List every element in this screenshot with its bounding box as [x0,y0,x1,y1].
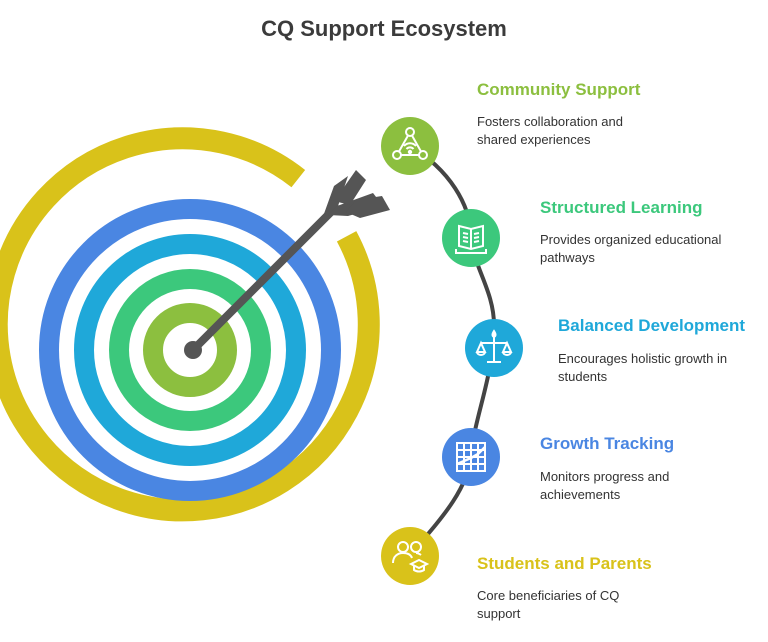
item-desc-balanced-development: Encourages holistic growth in students [558,351,728,384]
students-parents-icon [392,541,430,573]
item-title-structured-learning: Structured Learning [540,198,703,217]
item-desc-growth-tracking: Monitors progress and achievements [540,469,670,502]
target-ring-blue [39,199,341,501]
target-ring-lime [143,303,237,397]
item-title-community-support: Community Support [477,80,641,99]
node-growth-tracking [442,428,500,486]
node-community-support [381,117,439,175]
node-structured-learning [442,209,500,267]
node-balanced-development [465,319,523,377]
node-students-and-parents [381,527,439,585]
item-title-growth-tracking: Growth Tracking [540,434,675,453]
community-network-icon [392,127,428,160]
diagram-title: CQ Support Ecosystem [261,16,507,41]
item-desc-students-and-parents: Core beneficiaries of CQ support [477,588,620,621]
balance-scale-icon [475,329,513,363]
open-book-icon [455,224,487,254]
target-ring-outer [0,127,380,522]
growth-chart-icon [456,442,486,472]
target-ring-cyan [74,234,306,466]
item-desc-structured-learning: Provides organized educational pathways [540,232,722,265]
item-desc-community-support: Fosters collaboration and shared experie… [477,114,623,147]
target-ring-green [109,269,271,431]
item-title-balanced-development: Balanced Development [558,316,746,335]
arrow-tip [184,341,202,359]
item-title-students-and-parents: Students and Parents [477,554,652,573]
arrow-fletching [312,170,390,231]
